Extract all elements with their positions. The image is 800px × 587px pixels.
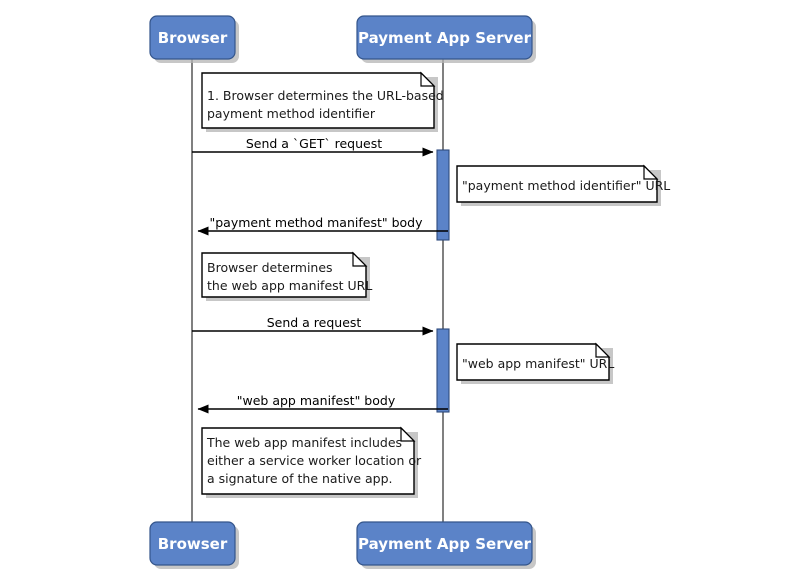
note-url-based-payment-method-identifier: 1. Browser determines the URL-based paym…	[201, 71, 444, 132]
activation-bar-1	[436, 149, 450, 241]
note-line: Browser determines	[207, 260, 333, 275]
note-browser-determines-web-app-manifest-url: Browser determines the web app manifest …	[201, 251, 372, 301]
participant-browser-bottom[interactable]: Browser	[149, 521, 239, 569]
note-body	[201, 72, 435, 129]
note-fold-corner-icon	[420, 71, 436, 87]
message-label: "web app manifest" body	[237, 393, 396, 408]
note-body	[456, 343, 610, 381]
message-web-app-manifest-body: "web app manifest" body	[197, 393, 448, 414]
message-send-a-request: Send a request	[192, 315, 434, 336]
note-line: the web app manifest URL	[207, 278, 372, 293]
participant-label: Payment App Server	[358, 29, 532, 47]
note-line: payment method identifier	[207, 106, 376, 121]
note-body	[201, 427, 415, 495]
participant-browser-top[interactable]: Browser	[149, 15, 239, 63]
message-label: Send a `GET` request	[246, 136, 382, 151]
note-line: 1. Browser determines the URL-based	[207, 88, 444, 103]
participant-box[interactable]	[356, 15, 533, 60]
activation-bar-2	[436, 328, 450, 413]
message-label: Send a request	[267, 315, 362, 330]
note-line: either a service worker location or	[207, 453, 422, 468]
message-payment-method-manifest-body: "payment method manifest" body	[197, 215, 448, 236]
participant-payment-app-server-bottom[interactable]: Payment App Server	[356, 521, 536, 569]
note-payment-method-identifier-url: "payment method identifier" URL	[456, 164, 670, 206]
note-line: The web app manifest includes	[206, 435, 402, 450]
participants-top: Browser Payment App Server	[149, 15, 536, 63]
note-body	[456, 165, 658, 203]
note-fold-corner-icon	[595, 342, 611, 358]
participant-payment-app-server-top[interactable]: Payment App Server	[356, 15, 536, 63]
message-label: "payment method manifest" body	[209, 215, 423, 230]
activation-bars	[436, 149, 450, 413]
message-get-request: Send a `GET` request	[192, 136, 434, 157]
note-line: "web app manifest" URL	[462, 356, 614, 371]
note-web-app-manifest-contents: The web app manifest includes either a s…	[201, 426, 422, 498]
note-fold-corner-icon	[643, 164, 659, 180]
note-line: a signature of the native app.	[207, 471, 393, 486]
messages: Send a `GET` request "payment method man…	[192, 136, 448, 414]
note-body	[201, 252, 367, 298]
note-fold-corner-icon	[352, 251, 368, 267]
notes: 1. Browser determines the URL-based paym…	[201, 71, 670, 498]
participant-box[interactable]	[356, 521, 533, 566]
participants-bottom: Browser Payment App Server	[149, 521, 536, 569]
participant-box[interactable]	[149, 521, 236, 566]
note-fold-corner-icon	[400, 426, 416, 442]
participant-label: Browser	[158, 535, 228, 553]
participant-label: Payment App Server	[358, 535, 532, 553]
note-line: "payment method identifier" URL	[462, 178, 670, 193]
participant-label: Browser	[158, 29, 228, 47]
lifelines	[191, 58, 444, 523]
participant-box[interactable]	[149, 15, 236, 60]
note-web-app-manifest-url: "web app manifest" URL	[456, 342, 614, 384]
